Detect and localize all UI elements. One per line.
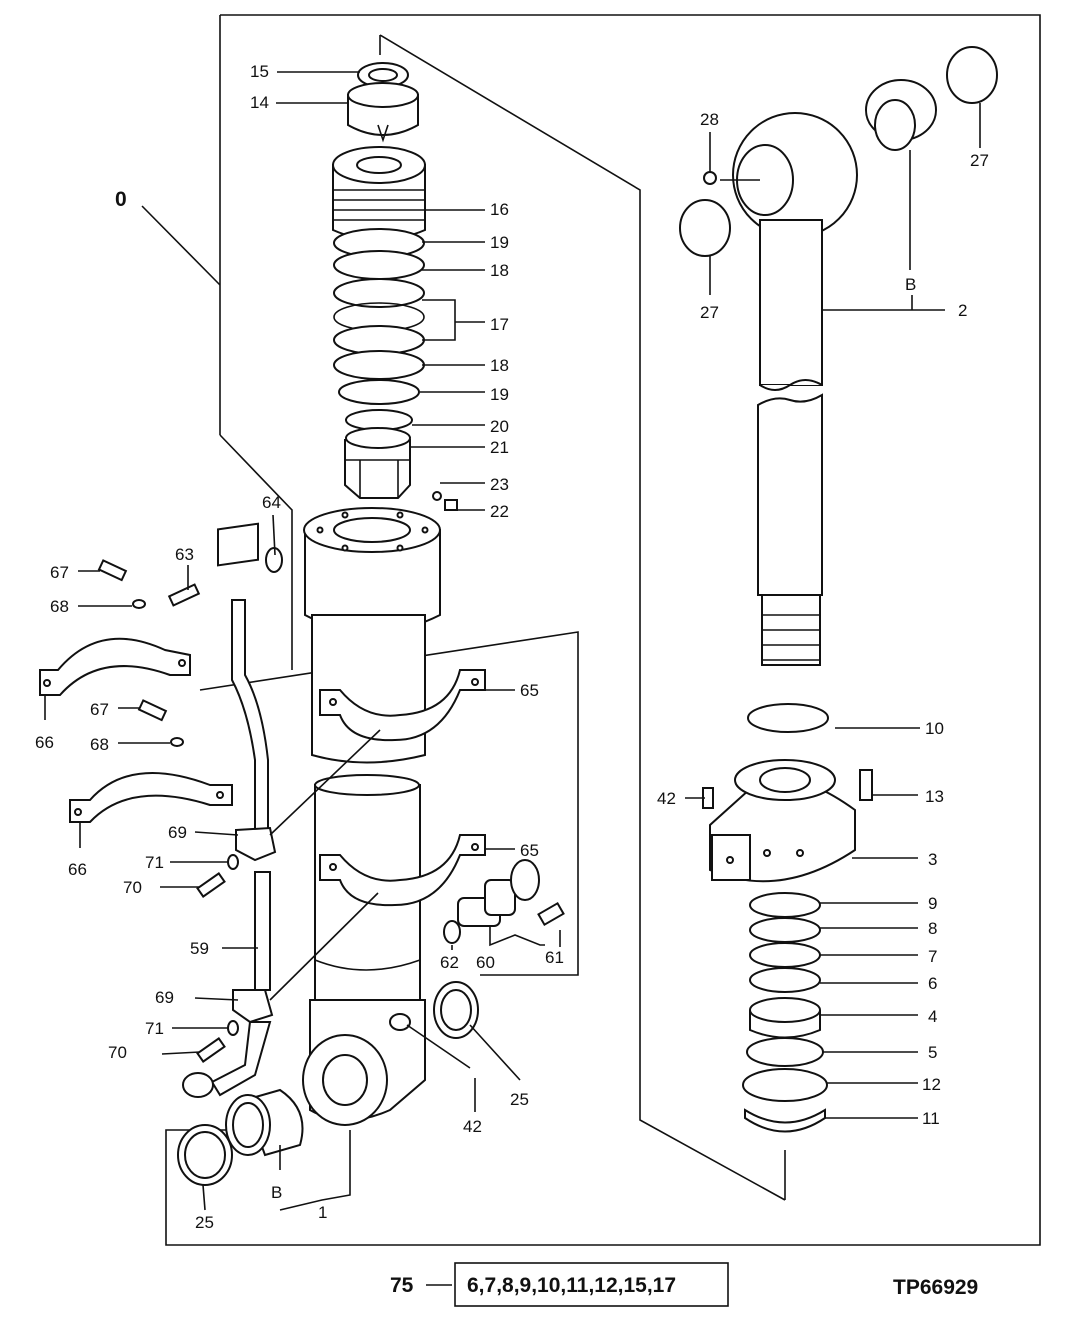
assembly-boundary xyxy=(165,14,1041,1246)
rings-17-19 xyxy=(333,228,425,405)
set-screw-22 xyxy=(444,499,458,511)
cylinder-barrel xyxy=(302,507,441,1126)
callout-71-upper: 71 xyxy=(145,853,164,872)
callout-64: 64 xyxy=(262,493,281,512)
callout-8: 8 xyxy=(928,919,937,938)
callout-65-upper: 65 xyxy=(520,681,539,700)
callout-B-upper: B xyxy=(905,275,916,294)
kit-note: 75 6,7,8,9,10,11,12,15,17 xyxy=(390,1262,729,1307)
callout-9: 9 xyxy=(928,894,937,913)
callout-11: 11 xyxy=(922,1109,940,1128)
ball-23 xyxy=(432,491,442,501)
callout-70-lower: 70 xyxy=(108,1043,127,1062)
callout-42-upper: 42 xyxy=(657,789,676,808)
callout-7: 7 xyxy=(928,947,937,966)
kit-contents-box xyxy=(454,1262,729,1307)
callout-4: 4 xyxy=(928,1007,937,1026)
wiper-seal-15 xyxy=(357,62,409,88)
bolts-left xyxy=(97,559,226,1063)
callout-28: 28 xyxy=(700,110,719,129)
callout-10: 10 xyxy=(925,719,944,738)
callout-42-lower: 42 xyxy=(463,1117,482,1136)
callout-16: 16 xyxy=(490,200,509,219)
callout-61: 61 xyxy=(545,948,564,967)
callout-27-right: 27 xyxy=(970,151,989,170)
leader-lines xyxy=(44,71,981,1286)
callout-18-lower: 18 xyxy=(490,356,509,375)
bushing-bottom xyxy=(177,1088,304,1186)
seal-14 xyxy=(347,82,419,143)
rod-guide-16 xyxy=(332,146,426,241)
callout-21: 21 xyxy=(490,438,509,457)
nut-21 xyxy=(344,427,411,499)
callout-27-left: 27 xyxy=(700,303,719,322)
callout-1: 1 xyxy=(318,1203,327,1222)
callout-6: 6 xyxy=(928,974,937,993)
callout-59: 59 xyxy=(190,939,209,958)
callout-60: 60 xyxy=(476,953,495,972)
kit-number: 75 xyxy=(390,1274,414,1297)
callout-69-lower: 69 xyxy=(155,988,174,1007)
callout-3: 3 xyxy=(928,850,937,869)
callout-19-lower: 19 xyxy=(490,385,509,404)
callout-62: 62 xyxy=(440,953,459,972)
callout-69-upper: 69 xyxy=(168,823,187,842)
callout-70-upper: 70 xyxy=(123,878,142,897)
callout-2: 2 xyxy=(958,301,967,320)
callout-63: 63 xyxy=(175,545,194,564)
callout-66-upper: 66 xyxy=(35,733,54,752)
callout-18-upper: 18 xyxy=(490,261,509,280)
callout-13: 13 xyxy=(925,787,944,806)
callout-67-lower: 67 xyxy=(90,700,109,719)
callout-67-upper: 67 xyxy=(50,563,69,582)
tubes-and-fittings xyxy=(182,522,565,1098)
callout-20: 20 xyxy=(490,417,509,436)
figure-id: TP66929 xyxy=(893,1276,978,1299)
callout-14: 14 xyxy=(250,93,269,112)
callout-labels: 15 14 0 16 19 18 17 18 19 20 21 23 22 64… xyxy=(35,62,989,1232)
callout-17: 17 xyxy=(490,315,509,334)
cylinder-base-eye xyxy=(302,999,426,1126)
callout-68-lower: 68 xyxy=(90,735,109,754)
callout-15: 15 xyxy=(250,62,269,81)
check-valve-60 xyxy=(457,859,540,927)
callout-22: 22 xyxy=(490,502,509,521)
callout-65-lower: 65 xyxy=(520,841,539,860)
piston-and-seals xyxy=(702,703,873,1133)
callout-25-right: 25 xyxy=(510,1090,529,1109)
callout-23: 23 xyxy=(490,475,509,494)
callout-71-lower: 71 xyxy=(145,1019,164,1038)
callout-5: 5 xyxy=(928,1043,937,1062)
callout-0: 0 xyxy=(115,188,127,211)
callout-68-upper: 68 xyxy=(50,597,69,616)
callout-B-lower: B xyxy=(271,1183,282,1202)
kit-contents: 6,7,8,9,10,11,12,15,17 xyxy=(467,1274,676,1297)
callout-19-upper: 19 xyxy=(490,233,509,252)
callout-25-left: 25 xyxy=(195,1213,214,1232)
seal-stack xyxy=(332,62,458,511)
callout-66-lower: 66 xyxy=(68,860,87,879)
clamps xyxy=(39,637,486,907)
ring-20 xyxy=(345,409,413,431)
callout-12: 12 xyxy=(922,1075,941,1094)
piston-rod xyxy=(679,46,998,666)
